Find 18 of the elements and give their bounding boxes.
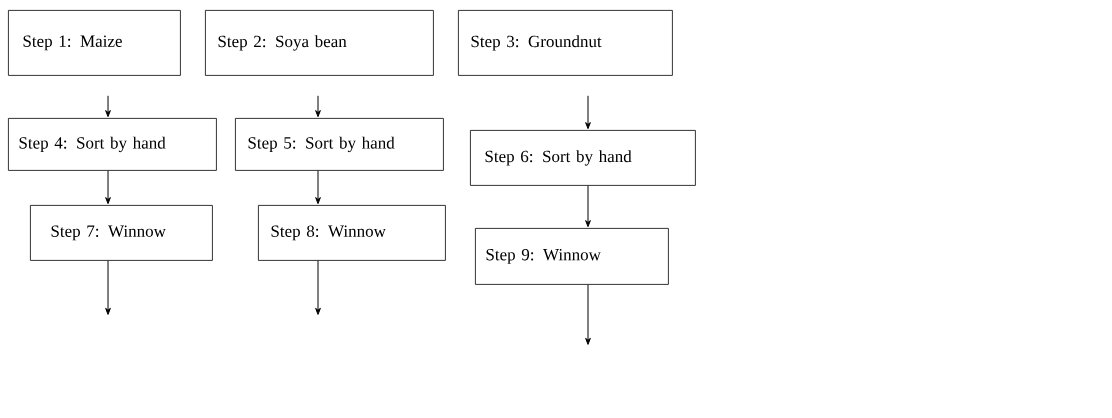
- arrow: [315, 260, 321, 315]
- process-box: Step 4: Sort by hand: [8, 118, 217, 171]
- process-box: Step 6: Sort by hand: [470, 130, 696, 186]
- arrow: [105, 170, 111, 205]
- arrow: [315, 170, 321, 205]
- arrow: [105, 95, 111, 118]
- arrow: [585, 185, 591, 228]
- process-box: Step 8: Winnow: [258, 205, 446, 261]
- arrow: [585, 95, 591, 130]
- arrow: [315, 95, 321, 118]
- process-box: Step 7: Winnow: [30, 205, 213, 261]
- process-box: Step 3: Groundnut: [458, 10, 673, 76]
- arrow: [105, 260, 111, 315]
- process-box: Step 2: Soya bean: [205, 10, 434, 76]
- process-box: Step 9: Winnow: [475, 228, 669, 285]
- arrow: [585, 284, 591, 345]
- process-box: Step 5: Sort by hand: [235, 118, 444, 171]
- process-box: Step 1: Maize: [8, 10, 181, 76]
